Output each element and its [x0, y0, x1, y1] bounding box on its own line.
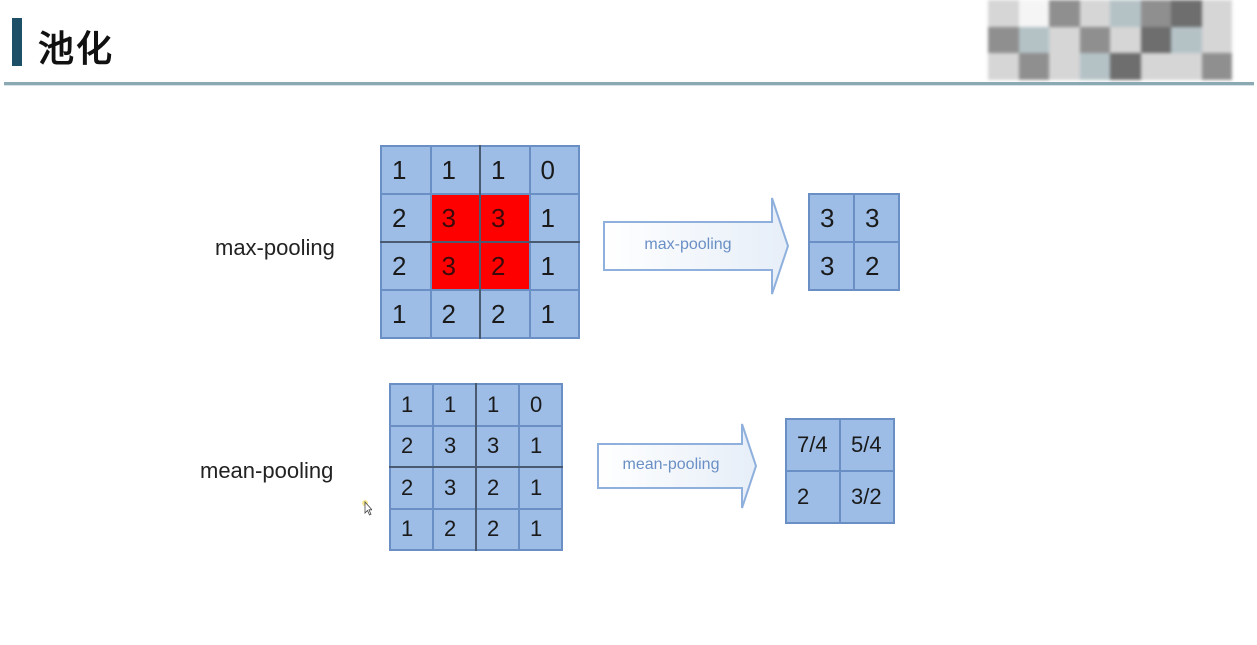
matrix-cell: 3: [810, 243, 853, 289]
title-accent-bar: [12, 18, 22, 66]
matrix-cell: 1: [520, 468, 561, 508]
matrix-cell: 3: [481, 195, 529, 241]
blurred-logo: [988, 0, 1232, 80]
matrix-cell: 1: [391, 509, 432, 549]
matrix-cell: 2: [477, 509, 518, 549]
matrix-cell: 1: [382, 291, 430, 337]
pooling-window-divider-horizontal: [380, 241, 580, 243]
matrix-cell: 1: [431, 147, 479, 193]
max-pooling-label: max-pooling: [215, 235, 335, 260]
matrix-cell: 3: [855, 195, 898, 241]
header-divider-shadow: [4, 85, 1254, 86]
matrix-cell: 2: [481, 291, 529, 337]
matrix-cell: 1: [530, 291, 578, 337]
matrix-cell: 2: [481, 243, 529, 289]
matrix-cell: 2: [855, 243, 898, 289]
matrix-cell: 1: [434, 385, 475, 425]
matrix-cell: 1: [391, 385, 432, 425]
matrix-cell: 3: [810, 195, 853, 241]
matrix-cell: 2: [434, 509, 475, 549]
matrix-cell: 0: [520, 385, 561, 425]
header-divider: [4, 82, 1254, 85]
matrix-cell: 3: [431, 243, 479, 289]
max-pooling-arrow-label: max-pooling: [644, 236, 732, 253]
mean-pooling-arrow-icon: [597, 423, 758, 509]
slide-title: 池化: [38, 29, 115, 70]
matrix-cell: 3: [434, 468, 475, 508]
matrix-cell: 2: [391, 426, 432, 466]
matrix-cell: 2: [787, 472, 839, 522]
matrix-cell: 2: [382, 195, 430, 241]
mouse-cursor-icon: [362, 500, 372, 516]
matrix-cell: 3/2: [841, 472, 893, 522]
pooling-window-divider-horizontal: [389, 466, 563, 468]
matrix-cell: 3: [434, 426, 475, 466]
max-pooling-arrow-icon: [603, 197, 790, 295]
matrix-cell: 1: [520, 509, 561, 549]
matrix-cell: 7/4: [787, 420, 839, 470]
matrix-cell: 1: [530, 243, 578, 289]
matrix-cell: 1: [481, 147, 529, 193]
matrix-cell: 3: [477, 426, 518, 466]
matrix-cell: 2: [431, 291, 479, 337]
matrix-cell: 3: [431, 195, 479, 241]
mean-pooling-arrow-label: mean-pooling: [622, 456, 720, 473]
matrix-cell: 0: [530, 147, 578, 193]
matrix-cell: 2: [391, 468, 432, 508]
matrix-cell: 1: [477, 385, 518, 425]
mean-pooling-label: mean-pooling: [200, 458, 334, 483]
matrix-cell: 1: [530, 195, 578, 241]
matrix-cell: 2: [477, 468, 518, 508]
matrix-cell: 1: [520, 426, 561, 466]
matrix-cell: 2: [382, 243, 430, 289]
matrix-cell: 1: [382, 147, 430, 193]
matrix-cell: 5/4: [841, 420, 893, 470]
